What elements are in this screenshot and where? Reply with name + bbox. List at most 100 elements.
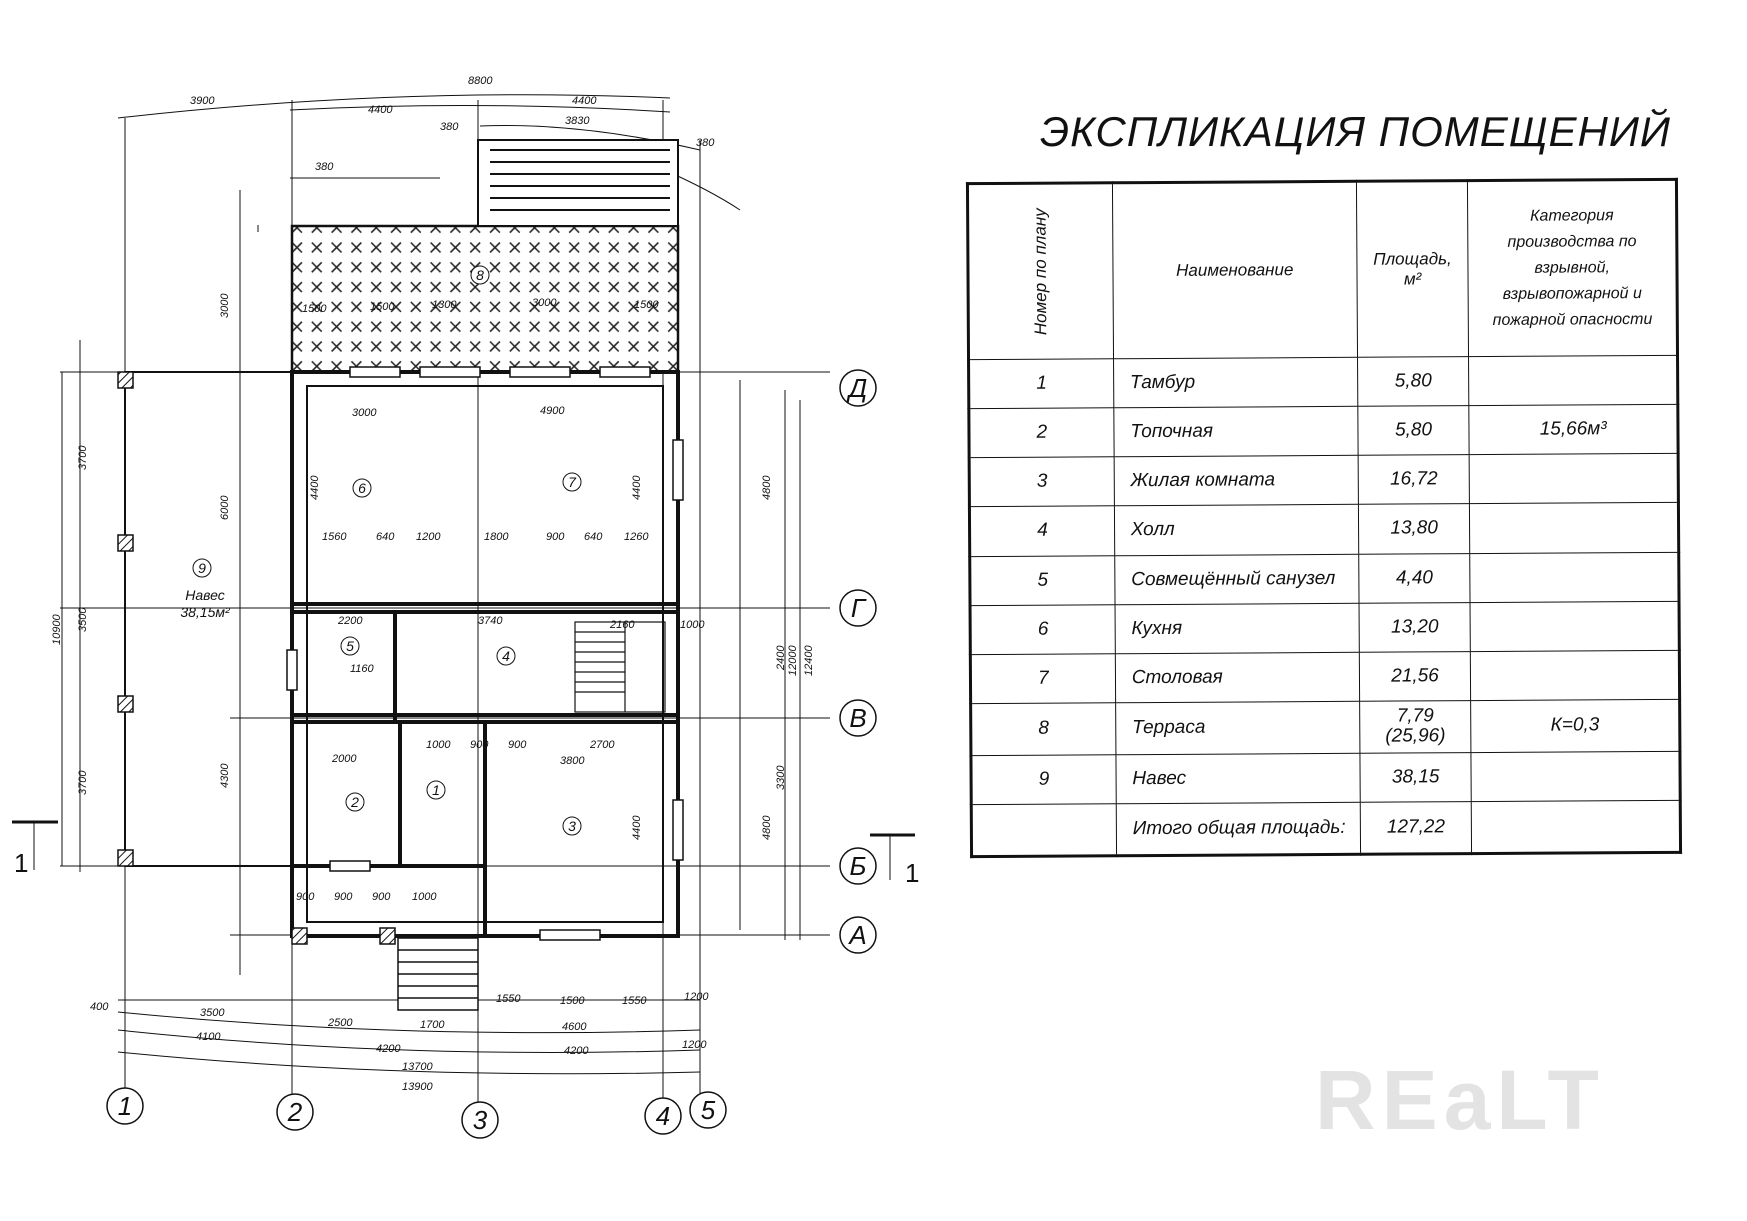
windows: [286, 366, 684, 941]
axis-label-1: 1: [118, 1091, 132, 1121]
dim-label: 400: [90, 1001, 109, 1013]
axis-label-3: 3: [473, 1105, 488, 1135]
dim-label: 3000: [219, 293, 231, 318]
room-number-2: 2: [350, 794, 359, 810]
dim-label: 1000: [680, 619, 705, 631]
dim-label: 8800: [468, 75, 493, 87]
row-name: Кухня: [1114, 602, 1360, 654]
row-category: 15,66м³: [1469, 404, 1679, 455]
dim-label: 13700: [402, 1061, 433, 1073]
dim-label: 1260: [624, 531, 649, 543]
section-marks: [12, 820, 915, 880]
row-area: 5,80: [1357, 405, 1470, 456]
room-marker-7: [562, 472, 582, 492]
row-num: 1: [968, 359, 1114, 409]
total-label: Итого общая площадь:: [1116, 802, 1361, 856]
row-name: Холл: [1114, 504, 1359, 556]
row-category: [1470, 551, 1680, 603]
dim-label: 2200: [337, 615, 363, 627]
terrace-steps: [477, 139, 679, 227]
dim-label: 4200: [564, 1045, 589, 1057]
dim-label: 3300: [775, 765, 787, 790]
row-name: Жилая комната: [1113, 455, 1359, 507]
row-category: [1469, 502, 1679, 554]
canopy-label-name: Навес: [185, 587, 225, 603]
dim-label: 1500: [634, 299, 659, 311]
row-num: 5: [969, 555, 1115, 606]
dim-label: 4400: [368, 104, 393, 116]
dim-label: 900: [372, 891, 391, 903]
row-category: [1470, 649, 1680, 701]
table-total-row: Итого общая площадь: 127,22: [971, 800, 1681, 857]
room-number-6: 6: [358, 480, 366, 496]
dim-label: 3000: [352, 407, 377, 419]
dim-label: 2000: [331, 753, 357, 765]
row-num: 9: [970, 754, 1117, 805]
axis-label-g: Г: [851, 593, 867, 623]
dim-label: 1500: [302, 303, 327, 315]
dim-label: 380: [440, 121, 459, 133]
row-category: [1469, 453, 1679, 505]
dim-label: 3700: [77, 445, 89, 470]
axis-markers: [106, 369, 877, 1139]
dim-label: 900: [546, 531, 565, 543]
dim-label: 1200: [682, 1039, 707, 1051]
row-category: [1468, 355, 1678, 406]
row-category: К=0,3: [1471, 699, 1680, 753]
dim-label: 4800: [761, 815, 773, 840]
dim-label: 4300: [219, 763, 231, 788]
room-markers: [192, 265, 582, 836]
row-category: [1470, 600, 1680, 652]
row-area: 4,40: [1358, 553, 1471, 603]
dim-label: 1200: [416, 531, 441, 543]
dim-label: 640: [584, 531, 603, 543]
room-marker-2: [345, 792, 365, 812]
section-mark-right: 1: [905, 858, 919, 888]
total-area: 127,22: [1359, 801, 1472, 855]
room-number-3: 3: [568, 818, 576, 834]
dim-label: 4400: [631, 815, 643, 840]
row-name: Топочная: [1113, 406, 1358, 458]
total-num: [971, 803, 1117, 857]
header-name: Наименование: [1112, 181, 1358, 360]
dim-label: 4600: [562, 1021, 587, 1033]
row-area: 5,80: [1357, 356, 1470, 407]
dim-label: 380: [315, 161, 334, 173]
dim-label: 2400: [775, 645, 787, 671]
table-row: 4 Холл 13,80: [969, 502, 1679, 557]
dim-label: 640: [376, 531, 395, 543]
dim-label: 380: [696, 137, 715, 149]
row-num: 2: [968, 408, 1114, 459]
entry-steps: [397, 937, 479, 1011]
dim-label: 4400: [572, 95, 597, 107]
row-area: 21,56: [1359, 651, 1472, 701]
floor-plan: 1 2 3 4 5 6 7 8 9 Навес 38,15м² 1 2 3 4 …: [12, 75, 919, 1139]
row-area: 13,20: [1358, 602, 1471, 652]
row-area: 13,80: [1358, 504, 1471, 554]
dim-label: 1500: [370, 301, 395, 313]
row-area: 7,79 (25,96): [1359, 700, 1472, 754]
explication-title: ЭКСПЛИКАЦИЯ ПОМЕЩЕНИЙ: [1040, 108, 1671, 155]
axis-label-2: 2: [287, 1097, 303, 1127]
room-marker-4: [496, 646, 516, 666]
table-row: 6 Кухня 13,20: [970, 600, 1680, 655]
dim-label: 2700: [589, 739, 615, 751]
table-row: 1 Тамбур 5,80: [968, 355, 1678, 409]
dim-label: 1700: [420, 1019, 445, 1031]
dim-label: 3830: [565, 115, 590, 127]
header-category: Категория производства по взрывной, взры…: [1467, 179, 1678, 357]
dim-label: 3500: [200, 1007, 225, 1019]
row-num: 7: [970, 653, 1116, 704]
dim-label: 12400: [803, 645, 815, 676]
row-name: Столовая: [1115, 651, 1360, 703]
dim-label: 1160: [350, 663, 375, 675]
axis-label-a: А: [847, 920, 866, 950]
room-number-1: 1: [432, 782, 440, 798]
dim-label: 4900: [540, 405, 565, 417]
row-num: 6: [970, 604, 1116, 655]
row-area: 38,15: [1359, 752, 1472, 803]
row-num: 4: [969, 506, 1115, 557]
dim-label: 3700: [77, 770, 89, 795]
watermark-logo: REaLT: [1315, 1053, 1605, 1147]
axis-label-b: Б: [850, 851, 867, 881]
